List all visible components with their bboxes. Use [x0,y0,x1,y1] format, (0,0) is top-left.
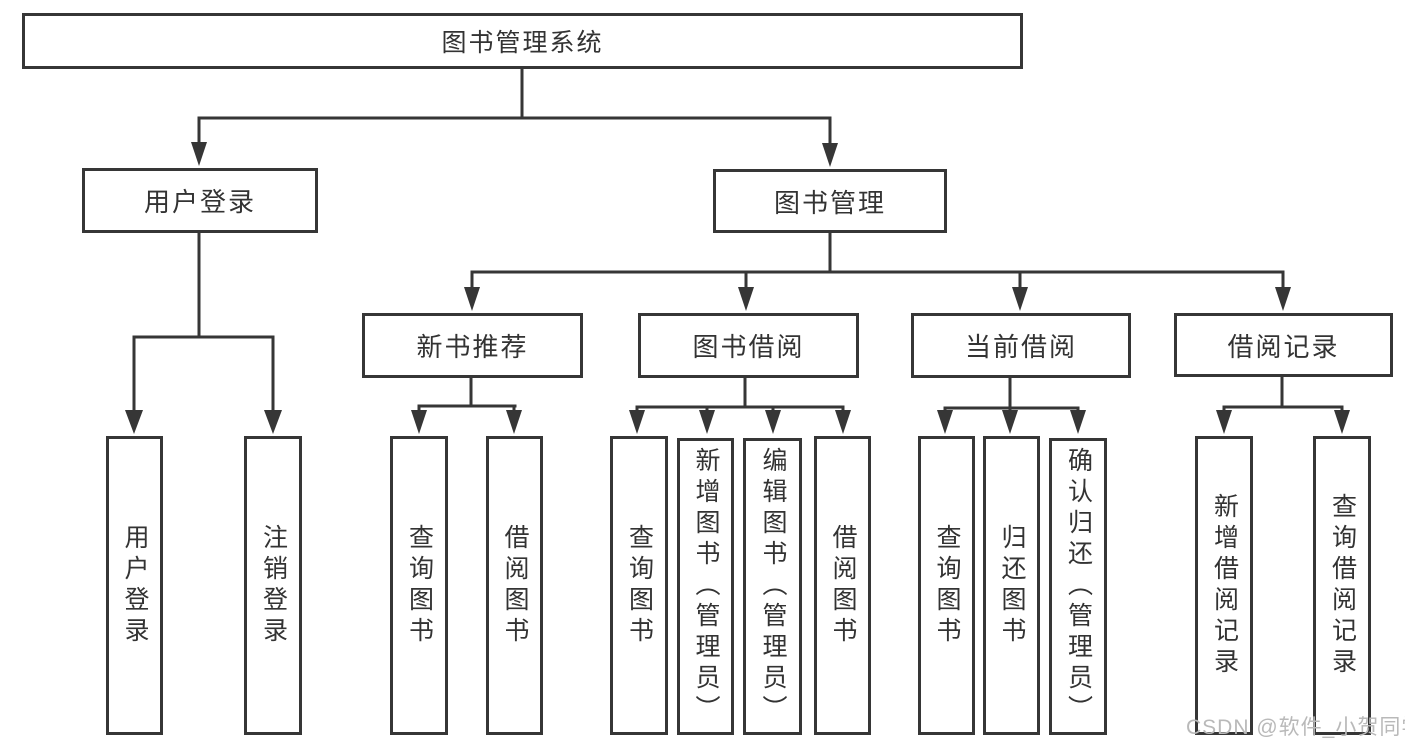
arrow-to-leaf-cb-return [1002,408,1018,434]
arrow-to-leaf-bb-add [699,407,715,434]
node-user-login: 用户登录 [82,168,318,233]
node-leaf-cb-return-label: 归还图书 [998,523,1026,648]
node-root-label: 图书管理系统 [441,29,604,57]
arrow-to-leaf-bb-edit [765,407,781,434]
arrow-to-leaf-login [125,337,143,434]
node-leaf-bb-query-label: 查询图书 [625,523,654,648]
arrow-to-leaf-br-add [1216,407,1232,434]
node-leaf-cb-confirm-label: 确认归还（管理员） [1064,447,1093,726]
node-leaf-login-label: 用户登录 [121,523,149,648]
arrow-to-book-borrow [738,272,754,311]
arrow-to-user-login [191,118,207,166]
node-leaf-cb-query-label: 查询图书 [933,523,961,648]
node-leaf-bb-query: 查询图书 [610,436,668,735]
node-leaf-br-add: 新增借阅记录 [1195,436,1253,735]
arrow-to-leaf-bb-query [629,407,645,434]
node-borrow-record: 借阅记录 [1174,313,1393,377]
node-user-login-label: 用户登录 [143,187,256,217]
arrow-to-new-book-rec [464,272,480,311]
arrow-to-book-mgmt [822,118,838,167]
node-leaf-br-add-label: 新增借阅记录 [1210,492,1239,679]
arrow-to-current-borrow [1012,272,1028,311]
node-book-borrow-label: 图书借阅 [692,332,805,362]
node-leaf-bb-add: 新增图书（管理员） [677,438,734,735]
node-leaf-nb-query: 查询图书 [390,436,448,735]
arrow-to-leaf-br-query [1334,407,1350,434]
node-current-borrow: 当前借阅 [911,313,1131,378]
arrow-to-leaf-nb-query [411,406,427,434]
node-new-book-rec: 新书推荐 [362,313,583,378]
arrow-to-leaf-logout [264,337,282,434]
node-leaf-cb-return: 归还图书 [983,436,1040,735]
node-leaf-br-query-label: 查询借阅记录 [1328,492,1357,679]
node-leaf-bb-borrow-label: 借阅图书 [829,523,857,648]
node-leaf-cb-confirm: 确认归还（管理员） [1049,438,1107,735]
node-new-book-rec-label: 新书推荐 [416,332,529,362]
node-root: 图书管理系统 [22,13,1023,69]
watermark-text: CSDN @软件_小贺同学 [1186,716,1405,739]
node-leaf-bb-add-label: 新增图书（管理员） [692,447,720,726]
arrow-to-borrow-record [1275,272,1291,311]
arrow-to-leaf-cb-confirm [1070,408,1086,434]
node-leaf-bb-borrow: 借阅图书 [814,436,871,735]
node-book-borrow: 图书借阅 [638,313,859,378]
arrow-to-leaf-bb-borrow [835,407,851,434]
arrow-to-leaf-cb-query [937,408,953,434]
node-leaf-nb-query-label: 查询图书 [405,523,434,648]
node-leaf-bb-edit: 编辑图书（管理员） [743,438,802,735]
node-leaf-login: 用户登录 [106,436,163,735]
node-leaf-cb-query: 查询图书 [918,436,975,735]
node-leaf-nb-borrow-label: 借阅图书 [501,523,529,648]
node-borrow-record-label: 借阅记录 [1227,331,1340,362]
arrow-to-leaf-nb-borrow [506,406,522,434]
node-book-mgmt-label: 图书管理 [773,187,886,218]
node-current-borrow-label: 当前借阅 [964,332,1077,362]
node-book-mgmt: 图书管理 [713,169,947,233]
node-leaf-logout-label: 注销登录 [259,523,288,648]
node-leaf-bb-edit-label: 编辑图书（管理员） [759,447,787,726]
node-leaf-nb-borrow: 借阅图书 [486,436,543,735]
node-leaf-br-query: 查询借阅记录 [1313,436,1371,735]
node-leaf-logout: 注销登录 [244,436,302,735]
